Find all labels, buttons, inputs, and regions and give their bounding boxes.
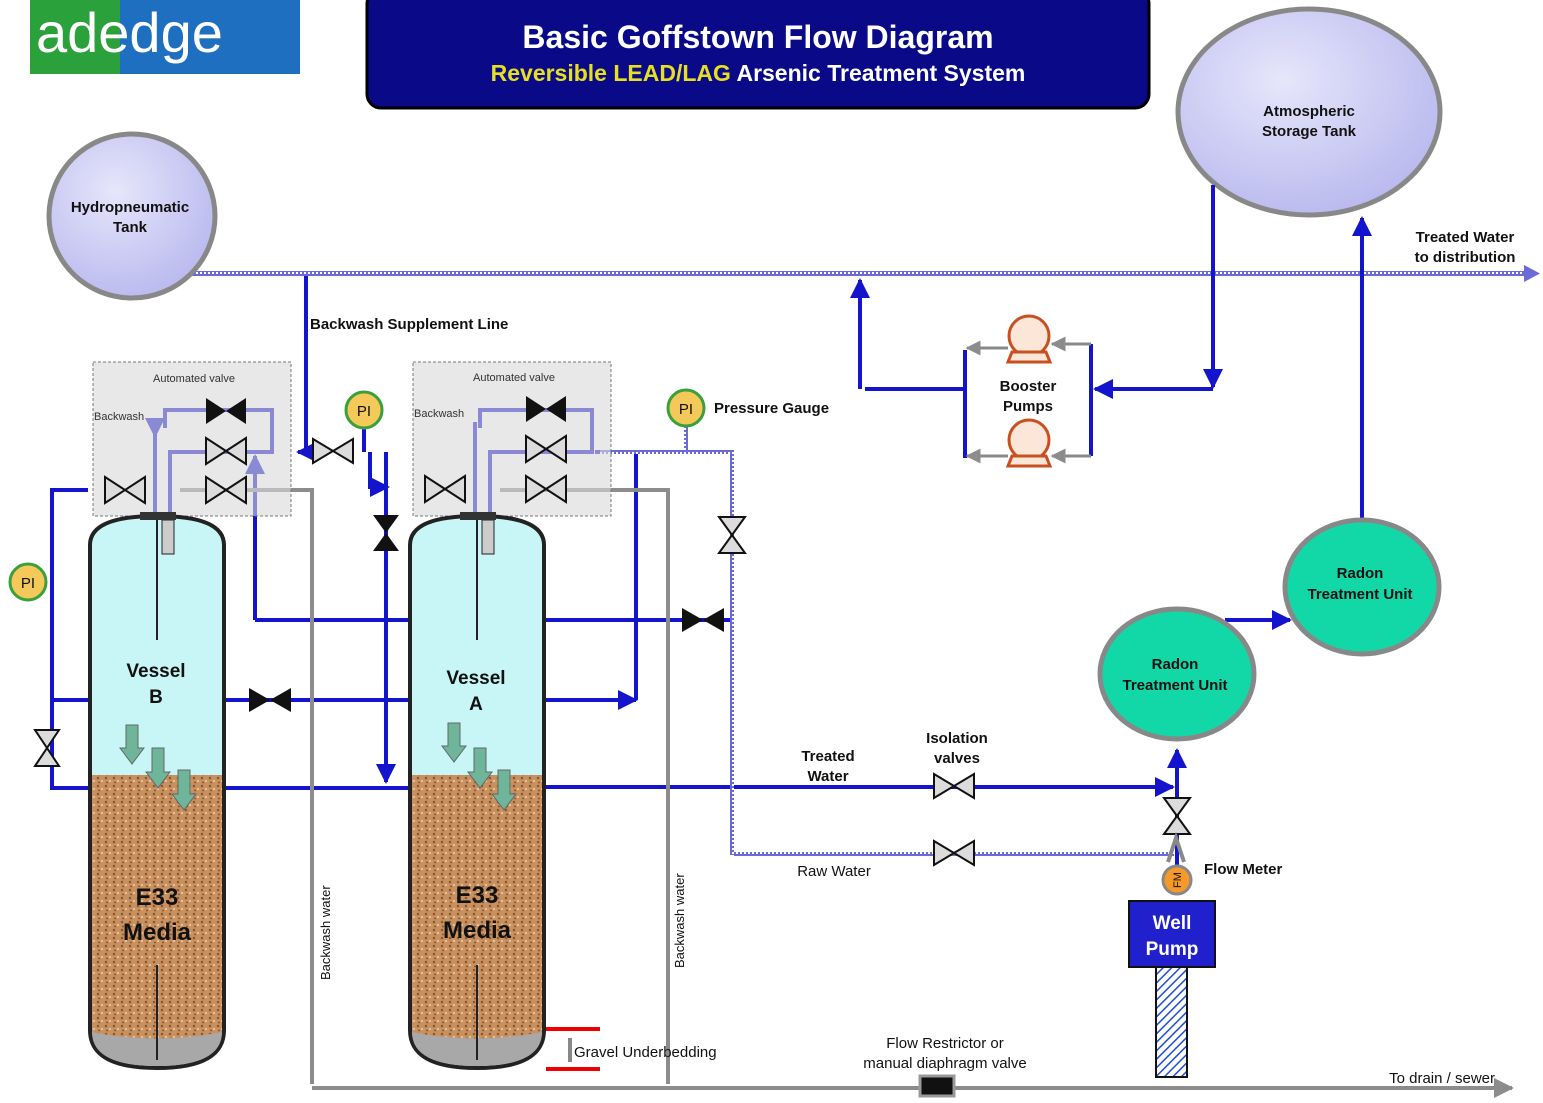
well-pump-label-2: Pump [1146,939,1199,960]
radon-unit-2-label-2: Treatment Unit [1307,586,1412,603]
valve-icon [682,608,724,632]
blue-pipes [50,185,1372,880]
pi-gauge-left: PI [8,562,48,602]
pi-label: PI [357,403,371,420]
title-banner: Basic Goffstown Flow Diagram Reversible … [365,0,1151,110]
vessel-b-name-2: B [149,687,163,708]
gravel-underbedding-label: Gravel Underbedding [574,1044,717,1061]
pressure-gauges: PI PI PI Pressure Gauge [8,388,829,602]
adedge-logo: adedge [30,0,300,74]
to-drain-label: To drain / sewer [1389,1070,1495,1087]
valve-icon [933,839,975,867]
subtitle-highlight: Reversible LEAD/LAG [491,60,731,86]
automated-valve-a: Automated valve Backwash [412,361,612,517]
isolation-valves-label-2: valves [934,750,980,767]
raw-water-label: Raw Water [797,863,871,880]
flow-meter-label: Flow Meter [1204,861,1283,878]
title-box [365,0,1151,110]
well-pump-label-1: Well [1153,913,1192,934]
valve-icon [205,475,247,505]
atmospheric-label-2: Storage Tank [1262,123,1357,140]
valve-icon [525,434,567,464]
radon-unit-1: Radon Treatment Unit [1097,606,1257,742]
valve-icon [525,474,567,504]
page-subtitle: Reversible LEAD/LAG Arsenic Treatment Sy… [491,60,1026,86]
booster-pumps-label-2: Pumps [1003,398,1053,415]
vessel-a: Vessel A E33 Media [408,512,546,1071]
fm-label: FM [1172,872,1184,888]
treated-water-distribution-label-2: to distribution [1415,249,1516,266]
valve-icon [717,516,747,554]
valve-icon [312,437,354,465]
vessel-b: Vessel B E33 Media [88,512,226,1071]
valve-icon [526,396,566,422]
booster-pumps-label-1: Booster [1000,378,1057,395]
valve-icon [1162,797,1192,835]
valve-icon [249,688,291,712]
gravel-legend: Gravel Underbedding [546,1027,717,1071]
valve-icon [205,436,247,466]
distribution-arrow [1524,265,1540,282]
atmospheric-label-1: Atmospheric [1263,103,1355,120]
valve-icon [206,398,246,424]
raw-water-line [600,420,1174,856]
valves [33,396,1192,867]
isolation-valves-label-1: Isolation [926,730,988,747]
vessel-a-media-1: E33 [456,882,499,909]
vessel-a-name-1: Vessel [446,668,505,689]
radon-unit-2-label-1: Radon [1337,565,1384,582]
pi-gauge-right: PI [666,388,706,428]
valve-icon [373,515,399,551]
pi-gauge-mid: PI [344,390,384,452]
automated-valve-label-b: Automated valve [153,373,235,385]
flow-restrictor-label-1: Flow Restrictor or [886,1035,1004,1052]
pi-label: PI [679,401,693,418]
hydropneumatic-tank: Hydropneumatic Tank [46,131,218,301]
logo-blue-block [120,0,300,74]
logo-text: adedge [36,1,223,64]
treated-water-label-2: Water [807,768,848,785]
valve-icon [933,772,975,800]
treated-water-label-1: Treated [801,748,854,765]
vessel-a-name-2: A [469,694,483,715]
vessel-b-media-1: E33 [136,884,179,911]
backwash-supplement-label: Backwash Supplement Line [310,316,508,333]
hydropneumatic-label-1: Hydropneumatic [71,199,189,216]
pressure-gauge-label: Pressure Gauge [714,400,829,417]
vessel-a-media-2: Media [443,917,512,944]
pump-icon [965,314,1091,364]
automated-valve-label-a: Automated valve [473,372,555,384]
backwash-water-label-right: Backwash water [672,873,687,968]
backwash-water-label-left: Backwash water [318,885,333,980]
flow-restrictor [918,1074,956,1098]
booster-pumps: Booster Pumps [965,314,1091,468]
flow-restrictor-label-2: manual diaphragm valve [863,1055,1026,1072]
page-title: Basic Goffstown Flow Diagram [522,19,993,55]
backwash-label-a: Backwash [414,408,464,420]
valve-icon [104,475,146,505]
radon-unit-2: Radon Treatment Unit [1282,517,1442,657]
valve-icon [424,474,466,504]
subtitle-rest: Arsenic Treatment System [731,60,1025,86]
vessel-b-media-2: Media [123,919,192,946]
pump-icon [965,418,1091,468]
radon-unit-1-label-1: Radon [1152,656,1199,673]
vessel-b-name-1: Vessel [126,661,185,682]
well-pump: Well Pump [1128,900,1216,1078]
valve-icon [33,729,61,767]
treated-water-distribution-label-1: Treated Water [1416,229,1515,246]
distribution-line [190,271,1525,276]
pi-label: PI [21,575,35,592]
atmospheric-storage-tank: Atmospheric Storage Tank [1175,6,1443,218]
backwash-label-b: Backwash [94,411,144,423]
hydropneumatic-label-2: Tank [113,219,148,236]
automated-valve-b: Automated valve Backwash [92,361,292,517]
radon-unit-1-label-2: Treatment Unit [1122,677,1227,694]
flow-meter: FM Flow Meter [1161,831,1283,896]
